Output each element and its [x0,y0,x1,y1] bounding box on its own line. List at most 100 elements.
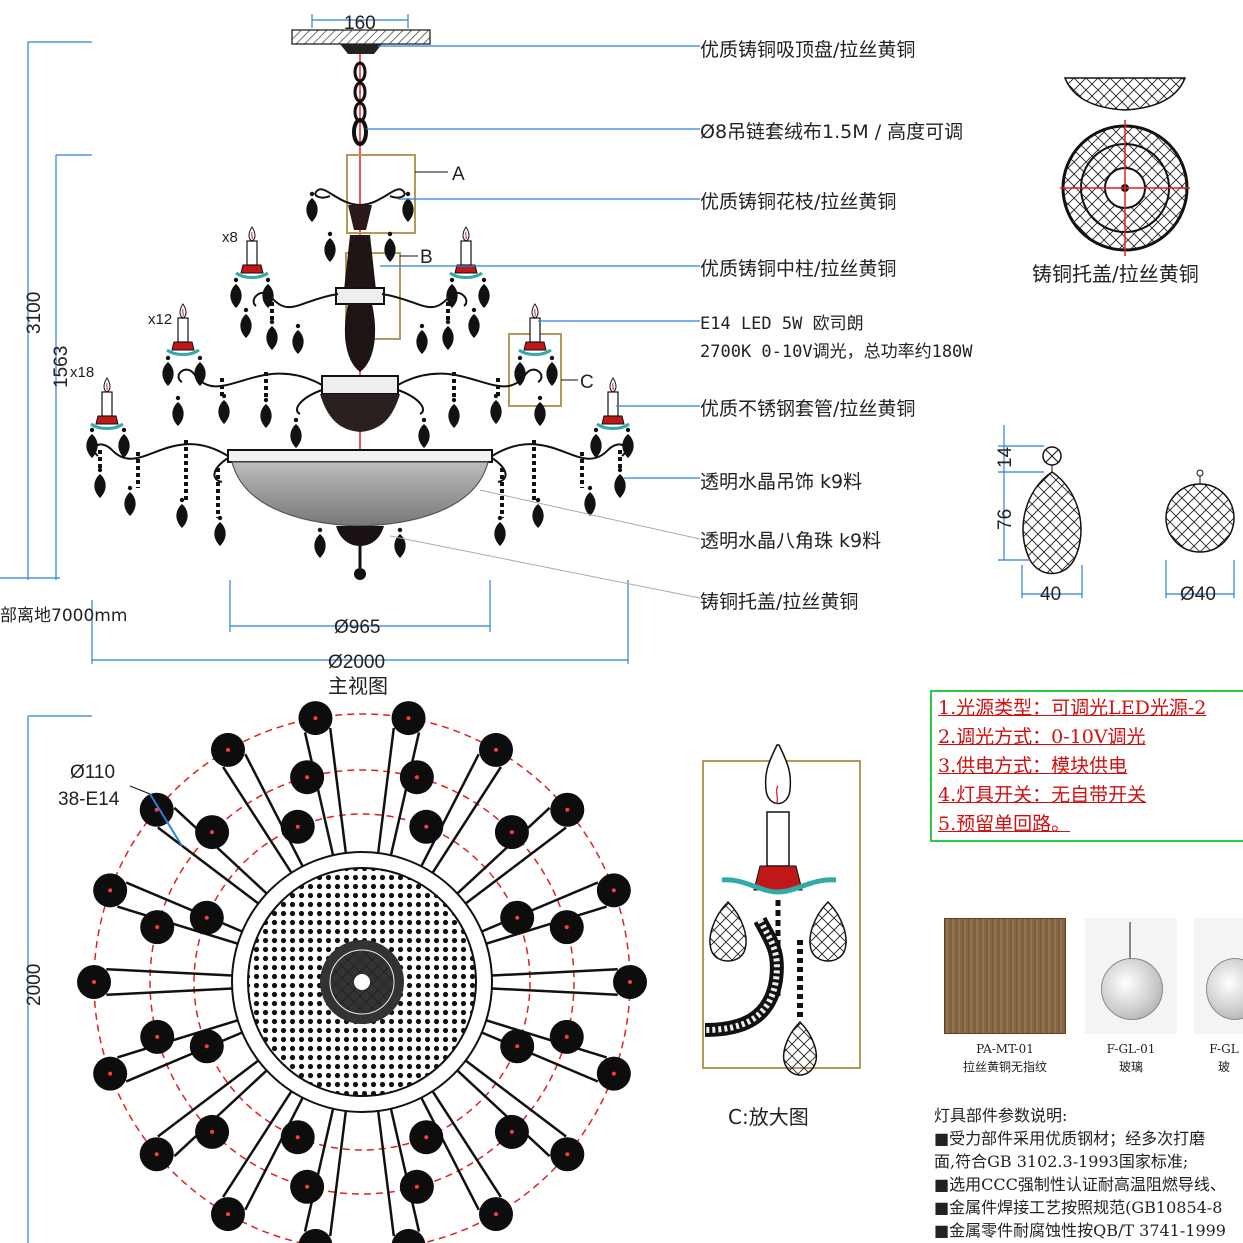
arm-spoke [244,1097,304,1211]
arm-spoke [491,967,618,977]
lamp-head [479,732,513,767]
material-name: 玻 [1217,1060,1230,1074]
lamp-head [298,701,333,736]
dim-plan-diameter: 2000 [24,964,45,1006]
dim-ball-diameter: Ø40 [1180,584,1216,605]
arm-spoke [481,881,599,933]
callout-lamp-spec: E14 LED 5W 欧司朗 [700,314,864,334]
material-name: 拉丝黄铜无指纹 [962,1060,1047,1074]
dim-bowl-diameter: Ø965 [334,617,380,638]
arm-spoke [157,826,260,905]
spec-box: 1.光源类型：可调光LED光源-2 2.调光方式：0-10V调光 3.供电方式：… [930,690,1243,842]
lamp-head [549,1019,584,1054]
arm-spoke [116,905,239,945]
arm-spoke [173,806,268,895]
material-glass: F-GL-01 玻璃 [1085,918,1177,1075]
floor-clearance: 部离地7000mm [0,606,127,626]
lamp-head [93,873,128,908]
lamp-head [549,910,584,945]
spec-line: 1.光源类型：可调光LED光源-2 [938,697,1207,719]
lamp-head [500,1029,535,1064]
callout-crystal-drop: 透明水晶吊饰 k9料 [700,471,862,493]
lamp-count: 38-E14 [58,789,120,810]
material-brushed-brass: PA-MT-01 拉丝黄铜无指纹 [944,918,1066,1075]
arm-spoke [157,1059,260,1138]
notes-line: ■选用CCC强制性认证耐高温阻燃导线、 [934,1175,1226,1194]
dim-drop-height: 76 [995,509,1016,530]
dim-lamp-head: Ø110 [70,762,115,783]
marker-c: C [580,372,594,393]
material-code: PA-MT-01 [976,1042,1034,1056]
spec-line: 2.调光方式：0-10V调光 [938,726,1146,748]
arm-spoke [464,826,567,905]
lamp-head [409,809,444,844]
arm-spoke [303,732,335,856]
arm-spoke [389,732,421,856]
lamp-head [399,1169,434,1204]
dim-top-plate: 160 [344,13,376,34]
glass-bowl [231,461,489,527]
lamp-head [550,1137,585,1172]
dim-drop-width: 40 [1040,584,1061,605]
lamp-head [140,910,175,945]
lamp-head [500,900,535,935]
lamp-head [290,760,325,795]
lamp-head [189,1029,224,1064]
caption-canopy: 铸铜托盖/拉丝黄铜 [1032,262,1199,286]
lamp-head [409,1120,444,1155]
caption-enlarged-view: C:放大图 [728,1105,809,1129]
arm-spoke [456,1069,551,1158]
lamp-head [211,732,245,767]
callout-sleeve: 优质不锈钢套管/拉丝黄铜 [700,398,915,420]
marker-a: A [452,164,465,185]
lamp-head [391,701,426,736]
arm-spoke [222,1090,293,1198]
arm-spoke [125,881,243,933]
arm-spoke [485,905,608,945]
notes-line: ■金属零件耐腐蚀性按QB/T 3741-1999 [934,1221,1226,1240]
callout-chain: Ø8吊链套绒布1.5M / 高度可调 [700,121,963,143]
lamp-head [140,1019,175,1054]
arm-spoke [464,1059,567,1138]
lamp-head [290,1169,325,1204]
lamp-head [93,1056,128,1091]
notes-title: 灯具部件参数说明: [934,1106,1068,1125]
arm-spoke [244,753,304,867]
dim-drop-top: 14 [995,446,1016,468]
arm-spoke [431,1090,502,1198]
plan-view: 2000 Ø110 38-E14 [24,701,647,1243]
lamp-head [298,1228,333,1243]
dim-body-height: 1563 [51,346,72,388]
dim-overall-diameter: Ø2000 [328,652,385,673]
dim-total-height: 3100 [24,292,45,334]
notes-line: 面,符合GB 3102.3-1993国家标准; [934,1152,1189,1171]
arm-spoke [116,1019,239,1059]
lamp-head [596,1056,631,1091]
material-glass-2: F-GL 玻 [1194,918,1243,1075]
tier-count-top: x8 [222,229,238,246]
callout-dimming-spec: 2700K 0-10V调光，总功率约180W [700,342,973,362]
lamp-head [189,900,224,935]
callout-crystal-bead: 透明水晶八角珠 k9料 [700,530,881,552]
arm-spoke [303,1108,335,1232]
lamp-head [195,815,230,850]
marker-b: B [420,247,433,268]
lamp-head [139,1137,174,1172]
lamp-head [280,1120,315,1155]
callout-bottom-cap: 铸铜托盖/拉丝黄铜 [700,591,858,613]
parts-notes: 灯具部件参数说明: ■受力部件采用优质钢材；经多次打磨 面,符合GB 3102.… [934,1104,1243,1242]
callout-center-column: 优质铸铜中柱/拉丝黄铜 [700,258,896,280]
callout-labels: 优质铸铜吸顶盘/拉丝黄铜 Ø8吊链套绒布1.5M / 高度可调 优质铸铜花枝/拉… [700,39,973,613]
lamp-head [494,815,529,850]
arm-spoke [420,1097,480,1211]
lamp-head [596,873,631,908]
arm-spoke [106,987,233,997]
callout-cast-branch: 优质铸铜花枝/拉丝黄铜 [700,191,896,213]
callout-ceiling-plate: 优质铸铜吸顶盘/拉丝黄铜 [700,39,915,61]
arm-spoke [491,987,618,997]
arm-spoke [328,727,348,854]
glass-swatch [1085,918,1177,1034]
spec-line: 4.灯具开关：无自带开关 [938,784,1147,806]
arm-spoke [456,806,551,895]
tier-count-middle: x12 [148,311,172,328]
